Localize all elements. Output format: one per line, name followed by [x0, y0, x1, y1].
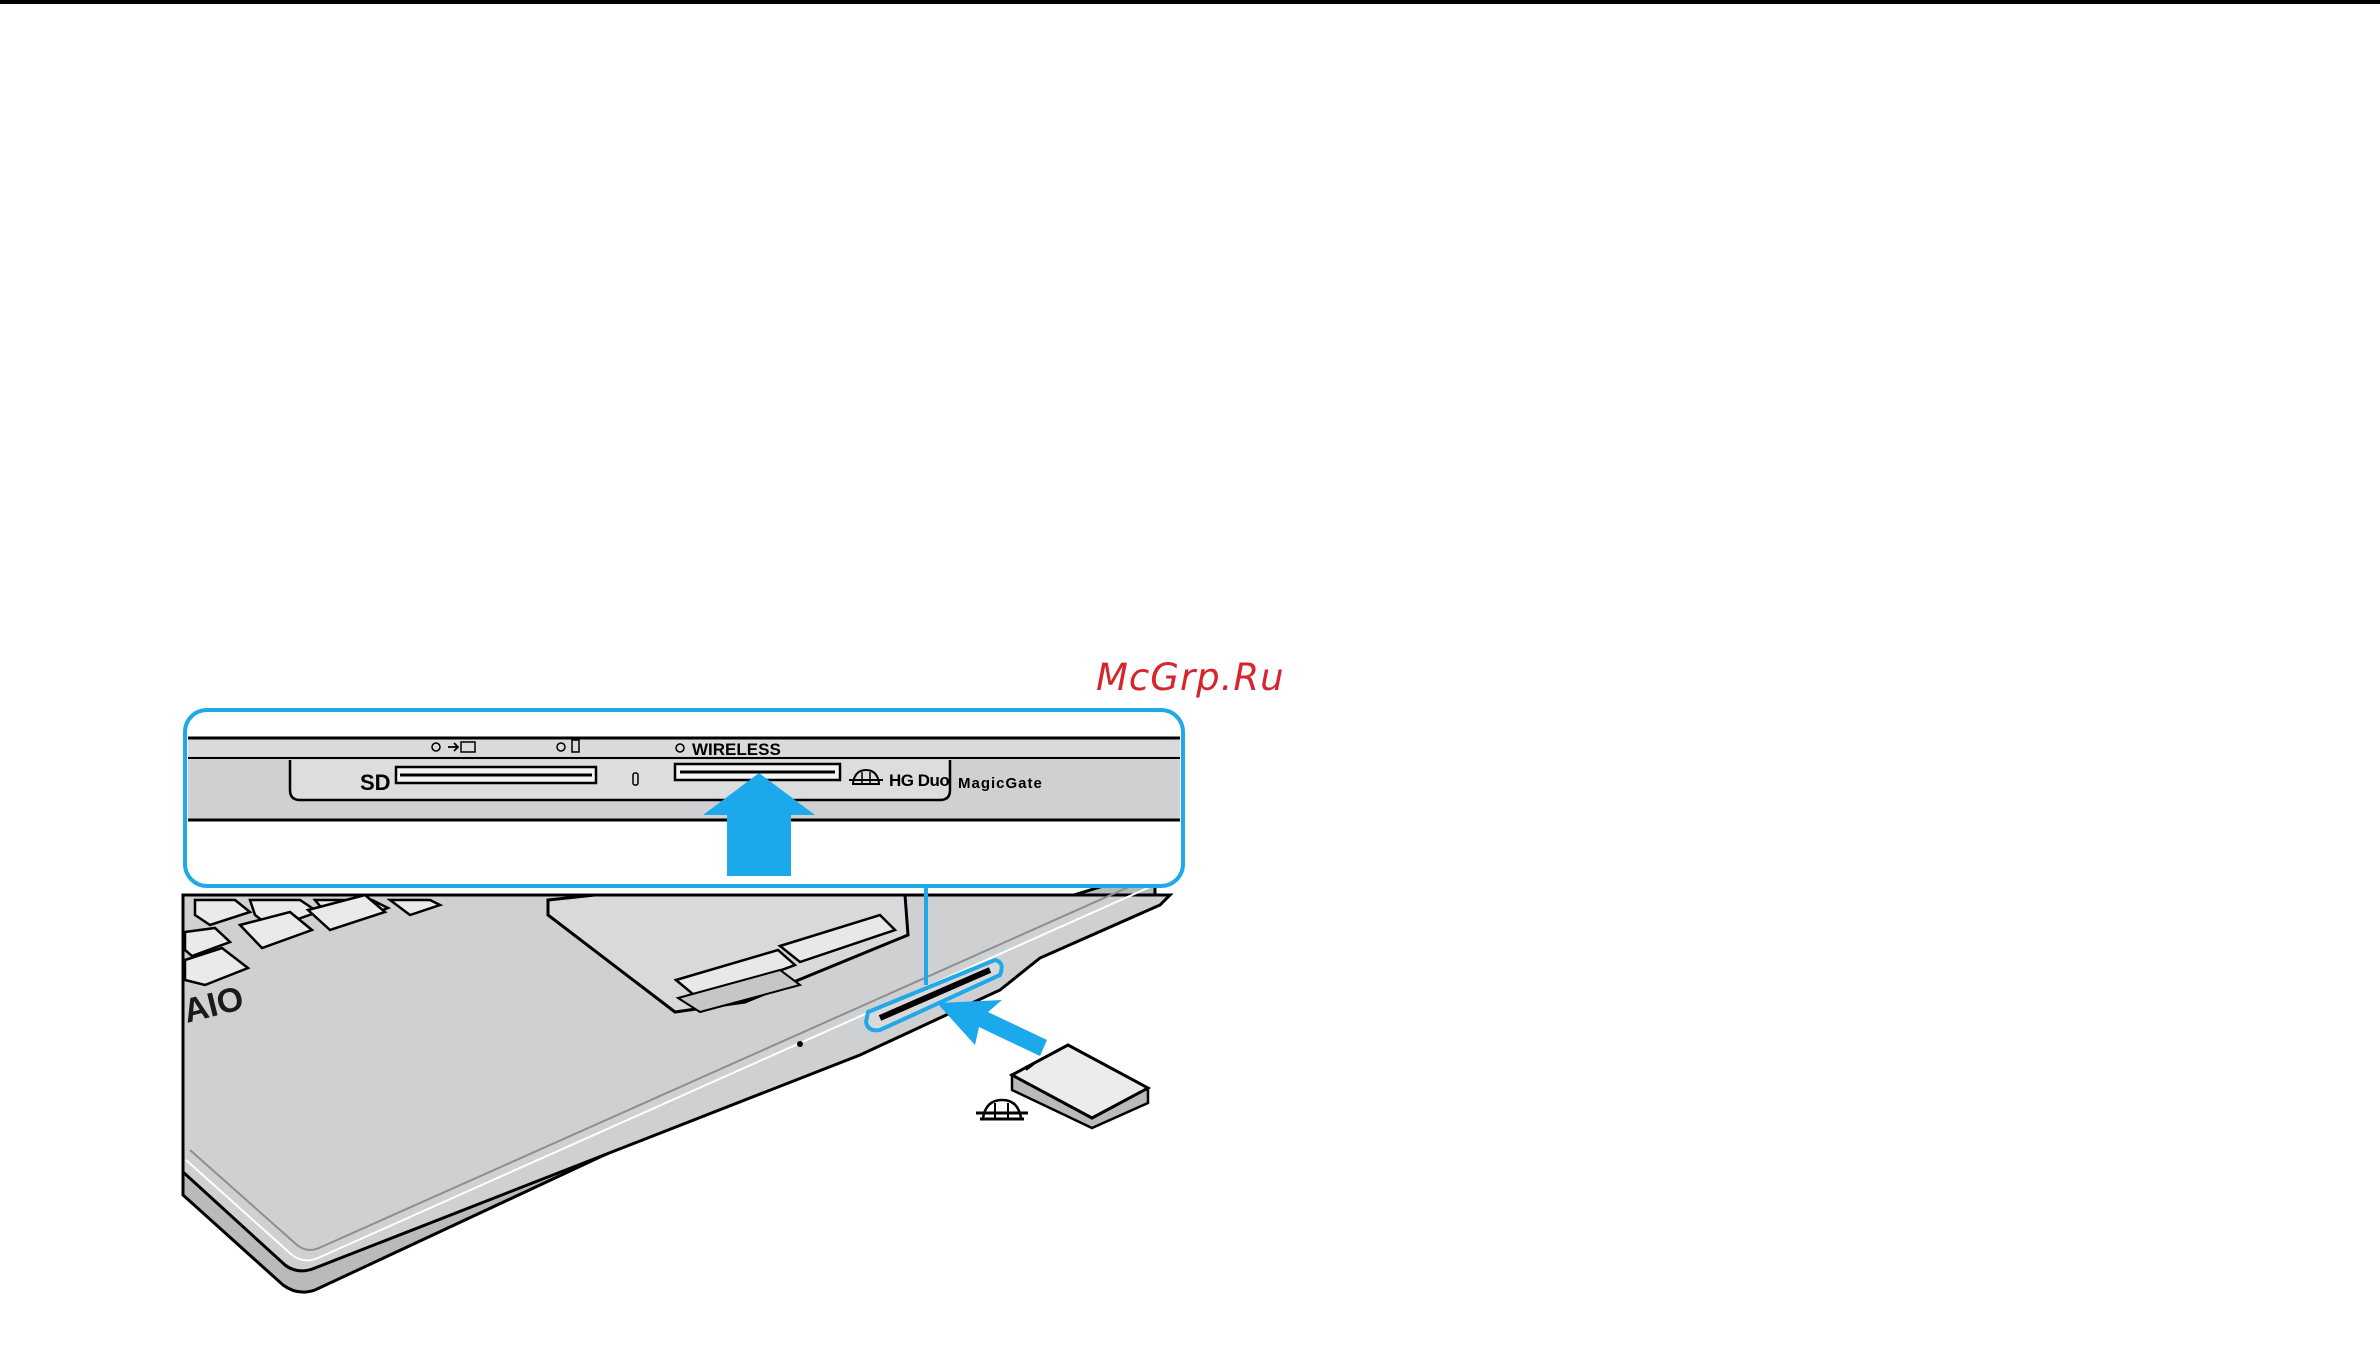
sd-label: SD	[360, 770, 391, 795]
enlarged-slot-panel: SD WIRELESS HG Duo MagicGate	[185, 710, 1183, 886]
watermark-text: McGrp.Ru	[1096, 656, 1285, 699]
wireless-label: WIRELESS	[692, 740, 781, 759]
hg-duo-label: HG Duo	[889, 771, 949, 790]
memory-stick-logo-icon	[976, 1100, 1028, 1119]
insert-direction-arrow	[937, 1000, 1047, 1056]
memory-stick-duo-card	[1012, 1045, 1148, 1128]
indicator-dot	[797, 1041, 803, 1047]
magicgate-label: MagicGate	[958, 775, 1043, 792]
